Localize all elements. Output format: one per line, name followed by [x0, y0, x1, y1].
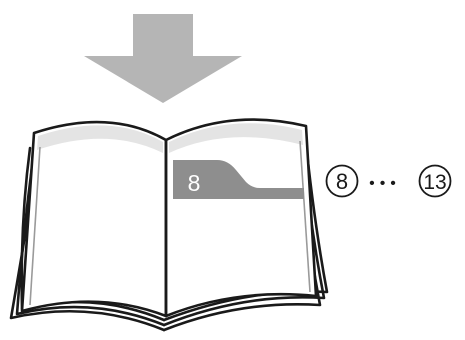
range-separator: ••• [369, 175, 401, 192]
index-tab [173, 160, 304, 199]
right-page-shade [169, 123, 303, 153]
down-arrow-icon [84, 14, 242, 103]
right-page [164, 118, 318, 318]
range-end-number: 13 [423, 171, 446, 194]
range-start-number: 8 [336, 169, 348, 194]
range-start-circle [325, 164, 359, 198]
left-page-inner-edge [29, 146, 41, 306]
left-page-shade [37, 125, 163, 153]
left-page [20, 120, 168, 318]
right-page-inner-edge [299, 140, 311, 293]
open-book-icon [9, 118, 329, 332]
range-end-circle [418, 164, 452, 198]
tab-number: 8 [188, 170, 201, 196]
